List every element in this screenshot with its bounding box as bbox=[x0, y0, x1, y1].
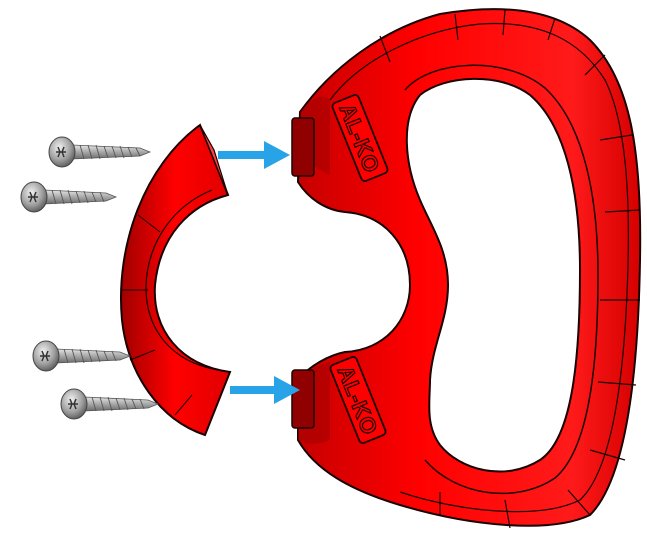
insert-piece bbox=[121, 125, 230, 435]
upper-socket bbox=[292, 118, 314, 176]
screw-4 bbox=[61, 389, 158, 419]
screw-icon bbox=[61, 389, 158, 419]
lower-socket bbox=[292, 370, 314, 428]
screw-2 bbox=[21, 182, 116, 212]
arrow-upper bbox=[218, 141, 290, 169]
arrow-lower bbox=[230, 376, 300, 404]
screw-3 bbox=[33, 341, 130, 371]
screw-icon bbox=[49, 137, 150, 167]
screw-icon bbox=[33, 341, 130, 371]
screw-icon bbox=[21, 182, 116, 212]
insert-piece-body bbox=[121, 125, 230, 435]
screw-1 bbox=[49, 137, 150, 167]
handle-body: AL-KO AL-KO bbox=[292, 9, 640, 528]
